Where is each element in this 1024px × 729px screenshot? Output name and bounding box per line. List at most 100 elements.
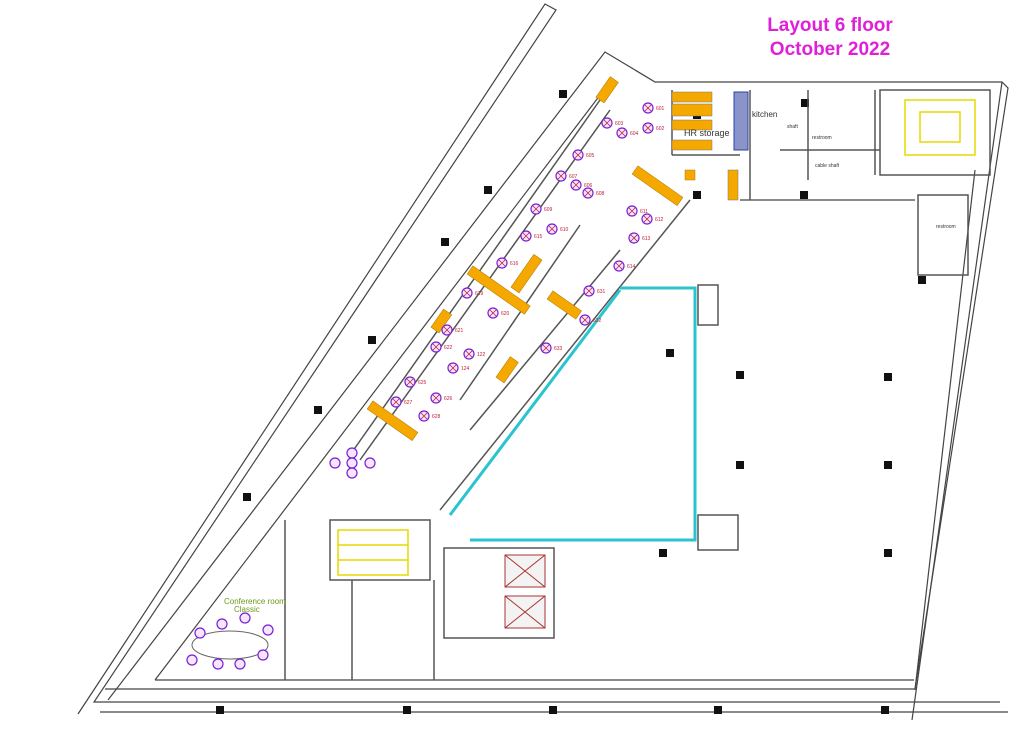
desk-seat[interactable] [626,205,638,217]
chair-icon [234,658,246,670]
elevators [504,554,546,629]
desk-seat[interactable] [628,232,640,244]
chair-icon [239,612,251,624]
chair-icon [216,618,228,630]
desk-seat[interactable] [613,260,625,272]
desk [510,254,543,294]
desk [631,165,684,206]
desk-number: 615 [534,234,543,240]
column [881,706,889,714]
desk-seat[interactable] [520,230,532,242]
outer-walls [77,3,1009,721]
desk-number: 606 [584,183,593,189]
desk-number: 611 [640,209,648,215]
desk-seat[interactable] [572,149,584,161]
desk-seat[interactable] [430,341,442,353]
title-line-2: October 2022 [769,39,891,60]
desk-number: 607 [569,174,578,180]
desk-seat[interactable] [390,396,402,408]
desk-number: 124 [461,366,470,372]
column [559,90,567,98]
desk-seat[interactable] [540,342,552,354]
desk-seat[interactable] [463,348,475,360]
column [884,373,892,381]
room-label-cable-shaft: cable shaft [815,163,840,169]
desk-number: 613 [642,236,651,242]
conference-table [191,630,269,660]
room-label-restroom-right: restroom [936,224,956,230]
chair-icon [194,627,206,639]
desk-seat[interactable] [441,324,453,336]
column [801,99,809,107]
room-label-conference-name: Classic [234,605,260,614]
desk [546,290,582,320]
column [243,493,251,501]
room-label-conference: Conference room [224,597,286,606]
column [314,406,322,414]
desk-number: 633 [554,346,563,352]
desk-number: 612 [655,217,664,223]
column [918,276,926,284]
desk-seat[interactable] [418,410,430,422]
desk-number: 603 [615,121,624,127]
chair-icon [346,457,358,469]
desk-blocks [366,76,696,441]
desk-number: 628 [432,414,441,420]
desk-seat[interactable] [404,376,416,388]
column [549,706,557,714]
glass-walls [448,286,697,542]
chair-icon [257,649,269,661]
desk-seat[interactable] [496,257,508,269]
desk-seat[interactable] [642,102,654,114]
kitchen-counter [733,91,749,151]
desk-seat[interactable] [430,392,442,404]
desk-number: 625 [418,380,427,386]
chair-icon [329,457,341,469]
desk-number: 614 [627,264,636,270]
column [659,549,667,557]
column [693,191,701,199]
desk-seat[interactable] [616,127,628,139]
desk-number: 616 [510,261,519,267]
desk-seat[interactable] [555,170,567,182]
desk [430,308,453,334]
desk-seat[interactable] [579,314,591,326]
desk-seat[interactable] [530,203,542,215]
desk-seat[interactable] [461,287,473,299]
room-label-kitchen: kitchen [752,110,777,119]
desk-seat[interactable] [601,117,613,129]
desk-seat[interactable] [546,223,558,235]
desk-seat[interactable] [582,187,594,199]
desk-number: 605 [586,153,595,159]
column [736,371,744,379]
column [714,706,722,714]
desk [684,169,696,181]
desk-number: 632 [593,318,602,324]
desk-number: 621 [455,328,464,334]
desk-number: 626 [444,396,453,402]
plan-title: Layout 6 floor October 2022 [735,14,925,62]
desk-seat[interactable] [583,285,595,297]
column [884,461,892,469]
desk-number: 609 [544,207,553,213]
desk-seat[interactable] [642,122,654,134]
column [216,706,224,714]
chair-icon [346,447,358,459]
desk-number: 122 [477,352,486,358]
column [666,349,674,357]
chair-icon [364,457,376,469]
column [800,191,808,199]
chair-icon [212,658,224,670]
desk-seat[interactable] [447,362,459,374]
desk-seat[interactable] [570,179,582,191]
desk-seat[interactable] [641,213,653,225]
column [884,549,892,557]
desk-seat[interactable] [487,307,499,319]
office-wing-walls [284,89,991,680]
desk [366,400,419,441]
desk-number: 631 [597,289,606,295]
desk [595,76,619,104]
desk-number: 602 [656,126,665,132]
chair-icon [346,467,358,479]
